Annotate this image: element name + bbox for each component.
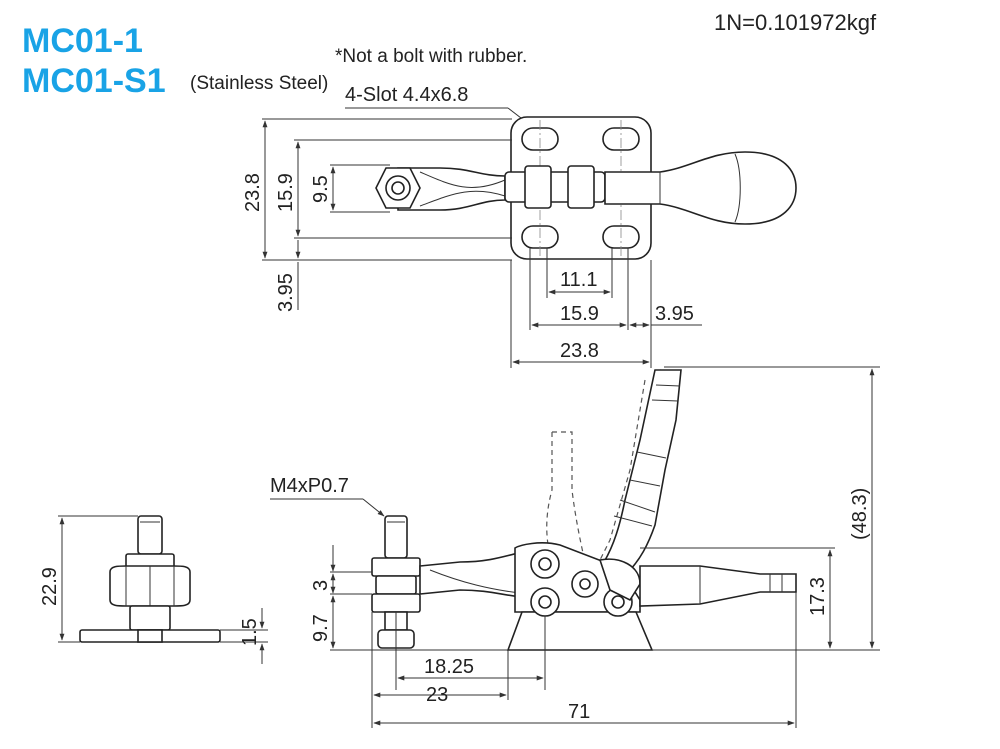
dim-top-offset: 3.95 — [275, 273, 297, 312]
model-title-mc01-s1: MC01-S1 — [22, 62, 166, 100]
model-title-mc01-1: MC01-1 — [22, 22, 143, 60]
rubber-note: *Not a bolt with rubber. — [335, 46, 527, 67]
dim-top-width-slots: 11.1 — [560, 269, 597, 291]
dim-side-height-open: (48.3) — [849, 488, 871, 540]
slot-label: 4-Slot 4.4x6.8 — [345, 84, 468, 106]
handle-grip-top — [604, 151, 797, 225]
dim-top-height-inner: 9.5 — [310, 175, 332, 203]
dim-side-spindle: 9.7 — [310, 614, 332, 642]
dim-side-to-pivot: 18.25 — [424, 656, 474, 678]
base-side — [506, 611, 654, 651]
dim-side-to-base: 23 — [426, 684, 448, 706]
dim-top-width-offset: 3.95 — [655, 303, 694, 325]
clamp-arm-side — [419, 548, 531, 599]
thread-label: M4xP0.7 — [270, 475, 349, 497]
front-view: 22.9 1.5 — [39, 515, 268, 664]
dim-side-total: 71 — [568, 701, 590, 723]
dim-side-height-bar: 17.3 — [807, 577, 829, 616]
dim-top-height-mid: 15.9 — [275, 173, 297, 212]
dim-front-height: 22.9 — [39, 567, 61, 606]
spindle-nut-lower — [371, 593, 421, 613]
dim-front-base: 1.5 — [239, 618, 261, 646]
dim-top-width-total: 23.8 — [560, 340, 599, 362]
spindle-nut-upper — [371, 557, 421, 577]
dim-top-width-mid: 15.9 — [560, 303, 599, 325]
unit-conversion-note: 1N=0.101972kgf — [714, 10, 877, 35]
dim-side-nut: 3 — [310, 580, 332, 591]
dim-top-height-total: 23.8 — [242, 173, 264, 212]
handle-lowered — [639, 565, 797, 607]
top-view: 4-Slot 4.4x6.8 — [242, 84, 797, 368]
side-view: M4xP0.7 — [270, 366, 880, 728]
material-note: (Stainless Steel) — [190, 73, 328, 94]
